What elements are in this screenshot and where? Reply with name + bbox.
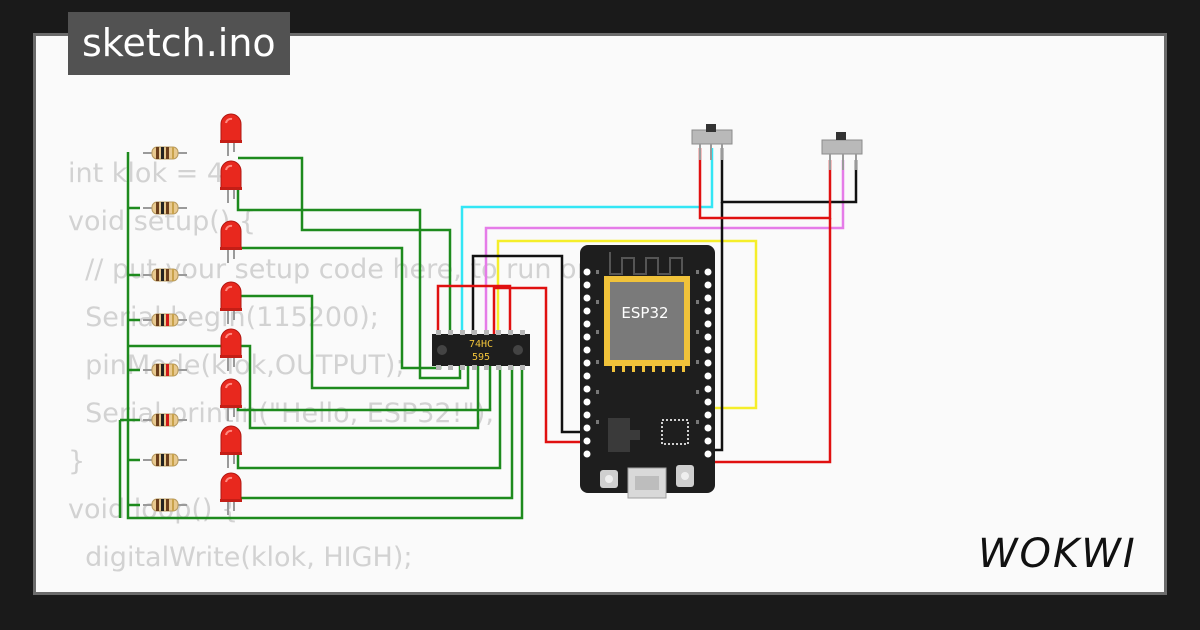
esp32-board[interactable]: ESP32: [580, 245, 715, 499]
antenna-trace: [609, 252, 683, 275]
wokwi-logo: WOKWI: [978, 531, 1137, 577]
code-line: digitalWrite(klok, HIGH);: [68, 542, 413, 573]
slide-switch-right[interactable]: [821, 132, 863, 170]
file-tab[interactable]: sketch.ino: [68, 12, 290, 75]
left-header-pins: [583, 268, 591, 458]
resistor-array: [142, 146, 188, 512]
yellow-wire: [496, 239, 758, 410]
led-red[interactable]: [219, 113, 243, 157]
right-header-pins: [704, 268, 712, 458]
resistor[interactable]: [142, 453, 188, 467]
chip-label-line2: 595: [472, 352, 490, 363]
usb-chip: [661, 419, 689, 445]
resistor[interactable]: [142, 146, 188, 160]
voltage-regulator: [608, 418, 630, 452]
resistor[interactable]: [142, 313, 188, 327]
code-line: }: [68, 446, 86, 477]
brand-name: WOKWI: [978, 531, 1137, 577]
code-line: int klok = 4;: [68, 158, 234, 189]
led-red[interactable]: [219, 378, 243, 422]
resistor[interactable]: [142, 268, 188, 282]
led-red[interactable]: [219, 472, 243, 516]
resistor[interactable]: [142, 363, 188, 377]
cyan-wire: [460, 148, 714, 335]
resistor[interactable]: [142, 498, 188, 512]
chip-label-line1: 74HC: [469, 339, 493, 350]
shift-register-74hc595[interactable]: 74HC 595: [432, 330, 530, 370]
led-red[interactable]: [219, 220, 243, 264]
slide-switch-left[interactable]: [691, 124, 733, 160]
pink-wire: [484, 160, 845, 335]
resistor[interactable]: [142, 201, 188, 215]
code-line: void setup() {: [68, 206, 257, 237]
led-red[interactable]: [219, 328, 243, 372]
led-red[interactable]: [219, 281, 243, 325]
resistor[interactable]: [142, 413, 188, 427]
code-line: pinMode(klok,OUTPUT);: [68, 350, 405, 381]
led-array: [219, 113, 243, 516]
board-label: ESP32: [621, 304, 668, 322]
shield-can: [610, 282, 684, 360]
